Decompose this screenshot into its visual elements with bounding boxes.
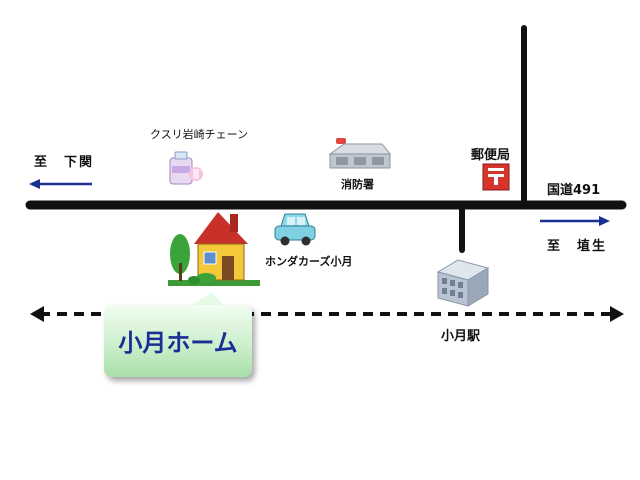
home-callout: 小月ホーム (104, 305, 252, 377)
label-car-dealer: ホンダカーズ小月 (265, 255, 353, 268)
label-fire-station: 消防署 (341, 178, 374, 191)
fire-station-icon (328, 138, 392, 169)
railway-line (30, 306, 624, 322)
car-icon (274, 213, 316, 246)
label-to-hanyu: 至 埴生 (547, 239, 608, 254)
home-label: 小月ホーム (118, 329, 238, 357)
label-drugstore: クスリ岩崎チェーン (150, 128, 249, 141)
arrow-right-hanyu (540, 216, 610, 226)
roads (25, 25, 627, 253)
arrow-left-shimonoseki (29, 179, 92, 189)
railway-arrow-left (30, 306, 44, 322)
label-to-shimonoseki: 至 下関 (34, 155, 95, 170)
station-building-icon (436, 259, 490, 307)
label-route-491: 国道491 (547, 183, 601, 198)
label-post-office: 郵便局 (471, 148, 511, 163)
post-office-icon (482, 163, 510, 191)
label-station: 小月駅 (441, 329, 481, 344)
drugstore-icon (169, 151, 203, 185)
railway-arrow-right (610, 306, 624, 322)
house-icon (168, 212, 260, 286)
callout-pointer (190, 292, 224, 306)
